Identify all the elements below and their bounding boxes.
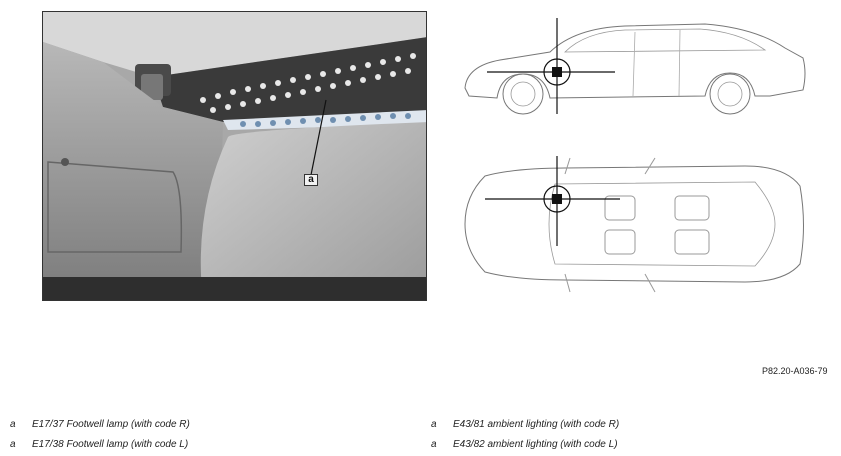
legend-item: a E43/81 ambient lighting (with code R) (431, 414, 619, 434)
legend-text: E43/81 ambient lighting (with code R) (453, 418, 620, 430)
footwell-interior-photo (42, 11, 427, 301)
legend-left-column: a E17/37 Footwell lamp (with code R) a E… (10, 414, 190, 454)
legend-item: a E17/38 Footwell lamp (with code L) (10, 434, 190, 454)
legend-key: a (10, 418, 16, 430)
legend-right-column: a E43/81 ambient lighting (with code R) … (431, 414, 619, 454)
legend-item: a E17/37 Footwell lamp (with code R) (10, 414, 190, 434)
reference-code: P82.20-A036-79 (762, 366, 828, 376)
vehicle-top-view-diagram (455, 156, 815, 296)
legend-key: a (431, 438, 437, 450)
callout-label-a: a (304, 174, 318, 186)
legend-text: E17/38 Footwell lamp (with code L) (32, 438, 189, 450)
vehicle-side-view-diagram (455, 18, 815, 118)
legend-text: E43/82 ambient lighting (with code L) (453, 438, 618, 450)
legend-key: a (431, 418, 437, 430)
legend-key: a (10, 438, 16, 450)
legend-text: E17/37 Footwell lamp (with code R) (32, 418, 190, 430)
legend-item: a E43/82 ambient lighting (with code L) (431, 434, 619, 454)
